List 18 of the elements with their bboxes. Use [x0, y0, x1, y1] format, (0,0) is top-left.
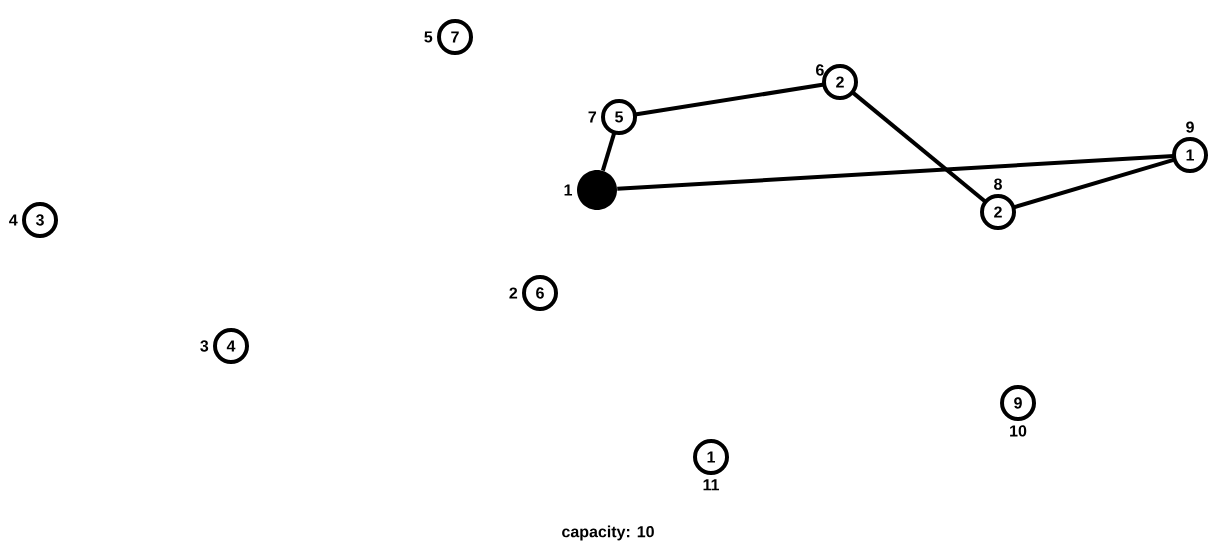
node-number: 1 — [564, 184, 573, 196]
node-number: 11 — [703, 479, 719, 491]
node-number: 7 — [588, 111, 597, 123]
route-line — [600, 132, 617, 172]
node-number: 2 — [509, 287, 518, 299]
node-number: 9 — [1186, 121, 1194, 133]
node-number: 4 — [9, 214, 18, 226]
route-line — [617, 153, 1174, 191]
node-number: 6 — [816, 64, 824, 76]
node-number: 8 — [994, 178, 1002, 190]
caption: capacity: 10 — [562, 525, 654, 541]
route-line — [1013, 157, 1175, 210]
node-number: 3 — [200, 340, 209, 352]
route-line — [851, 90, 987, 204]
depot-circle — [577, 170, 617, 210]
node-number: 10 — [1010, 425, 1027, 437]
route-line — [634, 82, 825, 117]
node-number: 5 — [424, 31, 433, 43]
